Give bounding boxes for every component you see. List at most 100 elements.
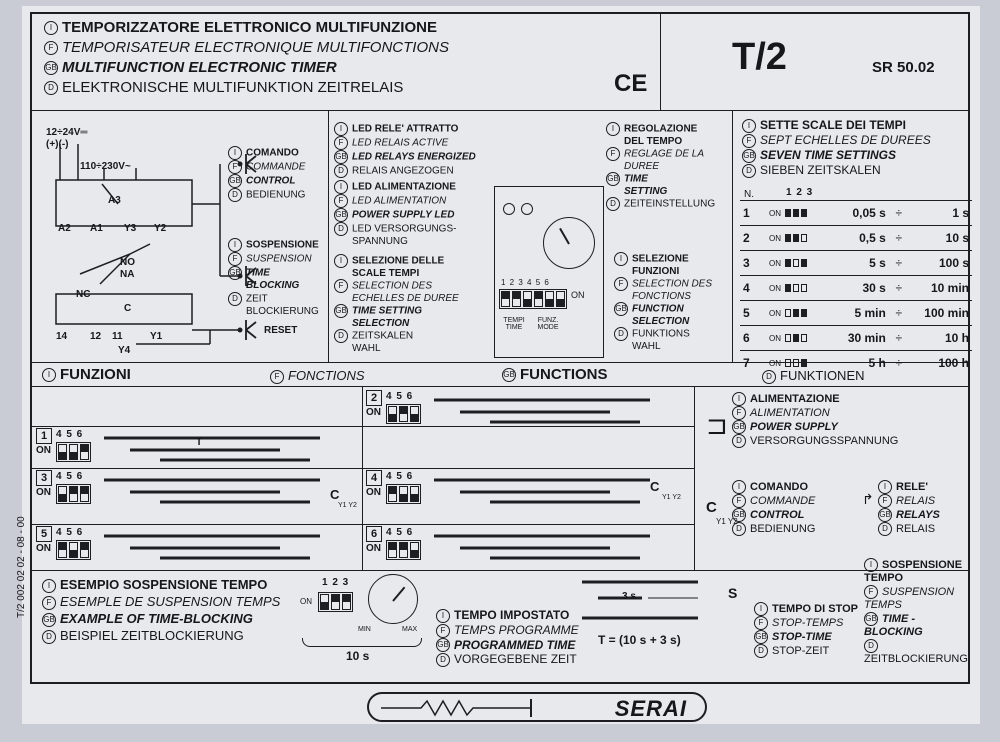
scale-separator: ÷ [888,325,909,351]
function-dip[interactable] [56,442,91,465]
example-formula: T = (10 s + 3 s) [598,633,681,647]
dip-state [785,284,791,293]
model-name: T/2 [732,36,787,78]
col-dips: 1 2 3 [786,187,814,198]
header-divider [32,110,968,111]
function-timing-diagram [104,478,320,504]
term-y2: Y2 [154,223,167,234]
dip-state [801,359,807,368]
funz-mode: FUNZ. MODE [537,317,559,331]
function-dip[interactable] [386,484,421,507]
function-timing-diagram [434,534,650,560]
dip-state [801,259,807,268]
function-timing-diagram [104,436,320,462]
term-y4: Y4 [118,345,131,356]
scale-number: 7 [740,350,766,375]
wiring-diagram [55,144,257,345]
function-dip[interactable] [386,404,421,427]
scale-on: ON [769,208,781,218]
fn-dip-numbers: 4 5 6 [56,471,84,482]
scale-dips: ON [766,275,834,301]
functions-split-a [362,386,363,570]
scales-split [732,110,733,362]
model-code: SR 50.02 [872,59,935,76]
serai-logo: SERAI [367,692,707,722]
scale-number: 1 [740,200,766,226]
fn-on-label: ON [36,487,51,498]
fn-on-label: ON [366,407,381,418]
example-dip-on: ON [300,597,312,606]
fn-time-t: T [196,437,203,448]
plug-icon: ⊐ [706,410,728,440]
term-a3: A3 [108,195,121,206]
dip-state [793,234,799,243]
polarity: (+)(-) [46,139,69,150]
dip-state [801,284,807,293]
scale-dips: ON [766,250,834,276]
example-divider [32,570,968,571]
fn-command-mark: C [330,487,340,502]
term-a1: A1 [90,223,103,234]
dip-state [785,309,791,318]
function-dip[interactable] [56,484,91,507]
scale-separator: ÷ [888,275,909,301]
dip-state [801,334,807,343]
col-n: N. [744,189,754,200]
example-dip[interactable] [318,592,353,615]
side-code: T/2 002 02 02 - 08 - 00 [16,516,27,618]
tempi-time: TEMPI TIME [503,317,525,331]
scale-on: ON [769,308,781,318]
legend-y1y2: Y1 Y2 [716,517,738,526]
scale-from: 30 s [834,275,889,301]
fn-dip-numbers: 4 5 6 [56,527,84,538]
function-dip[interactable] [56,540,91,563]
dip-state [785,334,791,343]
term-a2: A2 [58,223,71,234]
fn-y1y2-4: Y1 Y2 [662,494,681,501]
scale-on: ON [769,233,781,243]
time-dial[interactable] [543,217,595,269]
term-12: 12 [90,331,102,342]
term-11: 11 [112,331,123,342]
wiring-split [328,110,329,362]
scale-to: 10 h [908,325,972,351]
contact-no: NO [120,257,135,268]
scale-to: 100 h [908,350,972,375]
dip-state [793,334,799,343]
scale-separator: ÷ [888,225,909,251]
scale-dips: ON [766,200,834,226]
example-max: MAX [402,626,418,633]
scale-dips: ON [766,325,834,351]
term-y3: Y3 [124,223,137,234]
panel-dip[interactable] [499,289,567,312]
scale-to: 1 s [908,200,972,226]
legend-c: C [706,499,717,516]
dip-state [793,209,799,218]
mid-divider [32,362,968,363]
function-dip[interactable] [386,540,421,563]
scale-from: 0,05 s [834,200,889,226]
scale-from: 5 h [834,350,889,375]
scale-number: 3 [740,250,766,276]
function-number: 5 [36,526,52,542]
example-dial[interactable] [368,574,418,624]
scale-separator: ÷ [888,200,909,226]
function-number: 6 [366,526,382,542]
